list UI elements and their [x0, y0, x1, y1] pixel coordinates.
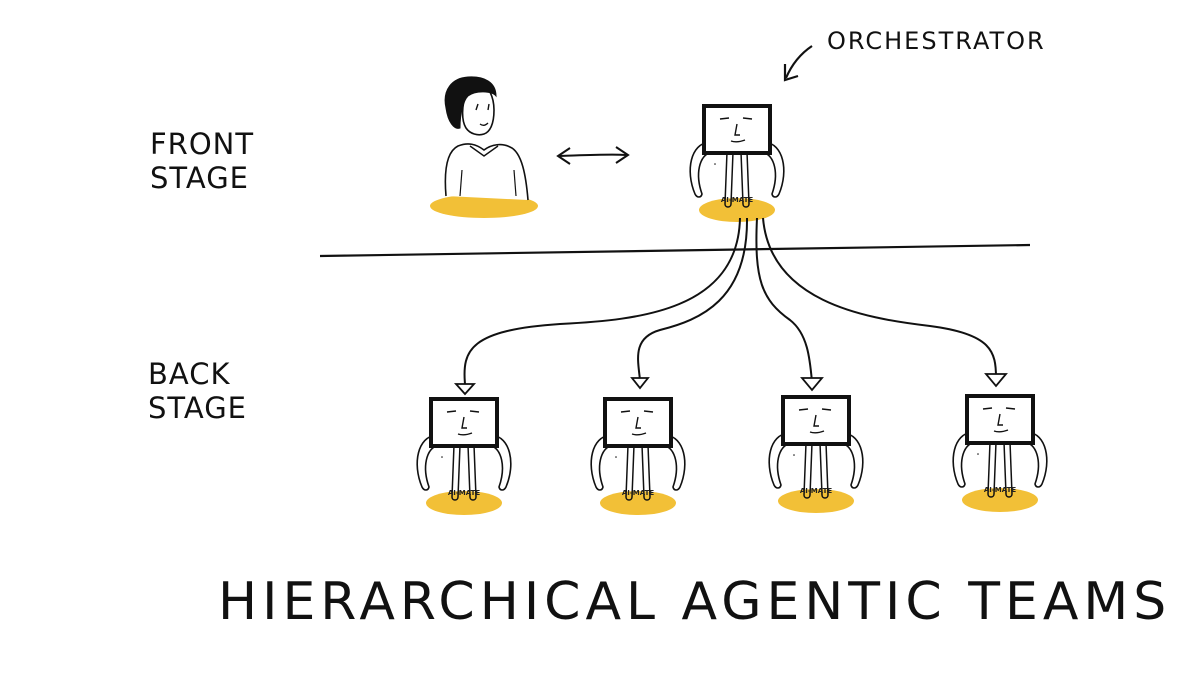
front-stage-label-line-2: STAGE: [150, 161, 249, 195]
bidirectional-arrow: [556, 146, 630, 165]
sub-agent-badge: AI-MATE: [448, 489, 481, 497]
orchestrator-agent: AI-MATE: [688, 104, 786, 224]
delegation-line-4: [762, 217, 997, 379]
arrowhead-2: [630, 377, 650, 390]
sub-agent-badge: AI-MATE: [800, 487, 833, 495]
sub-agent-badge: AI-MATE: [622, 489, 655, 497]
delegation-line-3: [755, 217, 813, 383]
delegation-arrowheads: [453, 373, 1008, 396]
front-stage-label: FRONT STAGE: [150, 127, 254, 195]
back-stage-label-line-1: BACK: [148, 357, 231, 391]
arrowhead-1: [453, 383, 477, 396]
orchestrator-badge: AI-MATE: [721, 196, 754, 204]
arrowhead-4: [984, 373, 1008, 388]
human-user-figure: [430, 76, 538, 218]
back-stage-label-line-2: STAGE: [148, 391, 247, 425]
sub-agent-1: AI-MATE: [415, 397, 513, 517]
arrowhead-3: [800, 377, 824, 392]
sub-agent-3: AI-MATE: [767, 395, 865, 515]
delegation-line-2: [637, 217, 749, 381]
sub-agent-2: AI-MATE: [589, 397, 687, 517]
back-stage-label: BACK STAGE: [148, 357, 247, 425]
orchestrator-label: ORCHESTRATOR: [827, 27, 1046, 55]
front-stage-label-line-1: FRONT: [150, 127, 255, 161]
sub-agent-4: AI-MATE: [951, 394, 1049, 514]
delegation-line-1: [463, 217, 741, 385]
stage-divider-line: [319, 243, 1031, 258]
orchestrator-pointer-arrow: [783, 45, 813, 82]
diagram-title: HIERARCHICAL AGENTIC TEAMS: [218, 572, 1172, 632]
delegation-lines: [463, 217, 997, 385]
sub-agent-badge: AI-MATE: [984, 486, 1017, 494]
